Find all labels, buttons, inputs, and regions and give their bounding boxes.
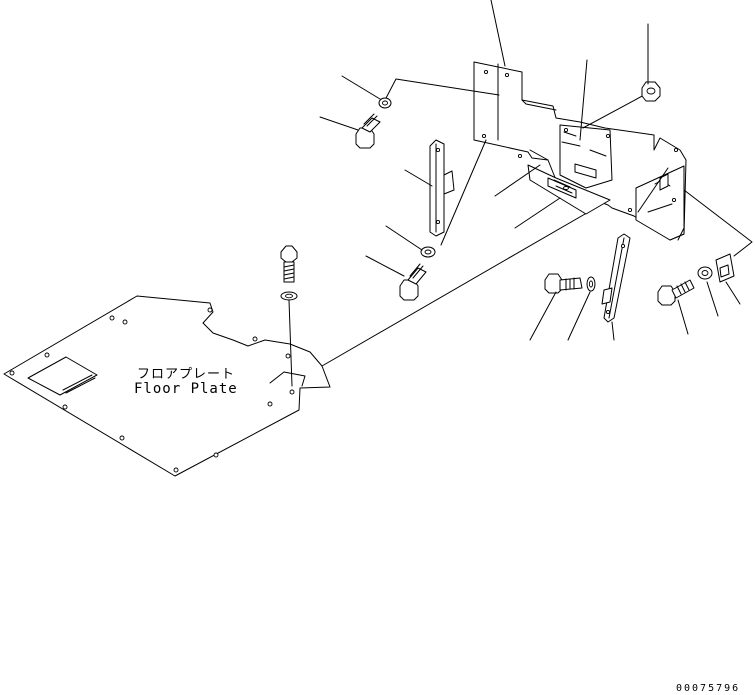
floor-plate — [3, 295, 331, 477]
spacer-to-bracket-line — [440, 139, 487, 246]
floor-to-bracket-line — [321, 187, 631, 367]
washer-lower-left — [420, 246, 436, 258]
nut-to-bracket-line — [582, 93, 647, 129]
drawing-number: 00075796 — [676, 683, 741, 694]
part-name-jp: フロアプレート — [137, 367, 236, 382]
spacer-strip-left — [429, 139, 455, 237]
floor-plate-cover — [27, 356, 98, 396]
bolt-lower-middle — [544, 273, 583, 294]
floor-plate-bolt-holes — [9, 307, 295, 473]
washer-upper-left — [378, 97, 392, 109]
spacer-strip-right — [601, 233, 631, 323]
floor-plate-washer — [280, 291, 298, 301]
main-bracket-holes — [481, 69, 679, 213]
nut — [641, 81, 661, 102]
bolt-lower-right — [657, 279, 695, 306]
washer-lower-right — [697, 266, 713, 280]
main-bracket-slot-block — [547, 177, 577, 199]
main-bracket — [473, 61, 687, 241]
leader-lines — [319, 0, 741, 341]
bolt-upper-left — [355, 113, 381, 149]
clip-plate — [715, 253, 735, 283]
lock-washer-middle — [586, 276, 596, 292]
washer-to-bracket-line — [384, 78, 500, 101]
floor-plate-bolt — [280, 245, 298, 283]
bolt-lower-left — [399, 263, 427, 301]
floor-plate-assembly-line — [288, 299, 293, 387]
clip-to-bracket-line — [683, 189, 753, 257]
part-name-en: Floor Plate — [134, 381, 238, 397]
